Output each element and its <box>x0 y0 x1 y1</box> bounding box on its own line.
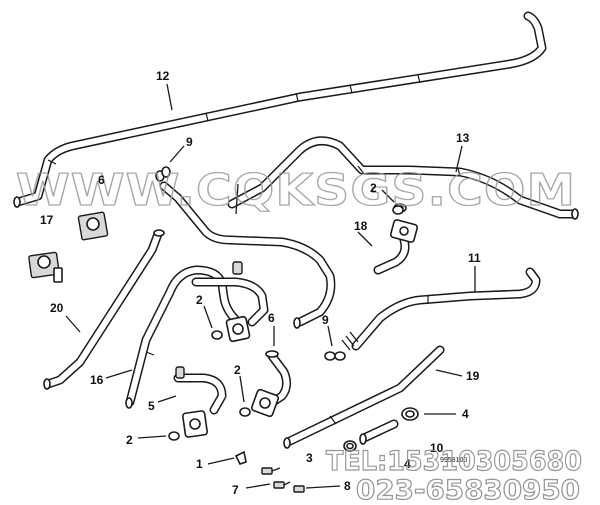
bolt-8 <box>293 485 305 493</box>
pipe-18 <box>373 203 419 275</box>
callout-16: 16 <box>90 373 104 387</box>
bolt-7 <box>273 481 291 489</box>
gasket-9a <box>155 166 171 182</box>
callout-13: 13 <box>456 131 470 145</box>
gasket-9b <box>324 351 346 361</box>
gasket-2c <box>239 407 251 417</box>
pipe-6 <box>250 350 292 418</box>
callout-2: 2 <box>196 293 203 307</box>
callout-6: 6 <box>98 173 105 187</box>
callout-1: 1 <box>196 457 203 471</box>
drawing-stamp: 9958100 <box>440 457 467 464</box>
bolt-3 <box>261 467 281 475</box>
watermark-site: WWW.CQKSGS.COM <box>16 165 576 216</box>
pipe-12 <box>13 11 547 208</box>
pipe-5 <box>173 366 227 438</box>
callout-9: 9 <box>322 313 329 327</box>
callout-18: 18 <box>354 219 368 233</box>
callout-labels: 12 9 6 13 2 17 18 11 20 2 6 9 16 2 5 19 … <box>40 69 481 497</box>
leader-lines <box>65 83 476 489</box>
clamp-4a <box>401 407 419 421</box>
callout-2: 2 <box>370 181 377 195</box>
callout-3: 3 <box>306 451 313 465</box>
bracket-17 <box>28 251 63 283</box>
gasket-2b <box>211 330 223 340</box>
callout-9: 9 <box>186 135 193 149</box>
callout-2: 2 <box>234 363 241 377</box>
callout-19: 19 <box>466 369 480 383</box>
pipe-19 <box>283 345 445 449</box>
callout-2: 2 <box>126 433 133 447</box>
contact-tel: TEL:15310305680 <box>326 446 582 477</box>
callout-20: 20 <box>50 301 64 315</box>
gasket-2d <box>168 431 180 441</box>
callout-11: 11 <box>468 251 481 265</box>
callout-7: 7 <box>232 483 239 497</box>
callout-4: 4 <box>462 407 469 421</box>
contact-phone: 023-65830950 <box>356 475 580 505</box>
callout-12: 12 <box>156 69 170 83</box>
callout-6: 6 <box>268 311 275 325</box>
pipe-13 <box>227 136 579 220</box>
clamp-4b <box>343 440 357 452</box>
tube-10 <box>359 419 399 445</box>
bracket-15 <box>77 211 109 241</box>
callout-4: 4 <box>404 457 411 471</box>
callout-8: 8 <box>344 479 351 493</box>
pipe-11 <box>341 267 541 351</box>
pipe-20 <box>43 229 165 390</box>
callout-5: 5 <box>148 399 155 413</box>
clip-1 <box>234 450 247 465</box>
callout-10: 10 <box>430 441 444 455</box>
callout-17: 17 <box>40 213 54 227</box>
pipe-14 <box>159 181 336 329</box>
gasket-2a <box>392 205 404 215</box>
pipe-16 <box>125 261 269 409</box>
